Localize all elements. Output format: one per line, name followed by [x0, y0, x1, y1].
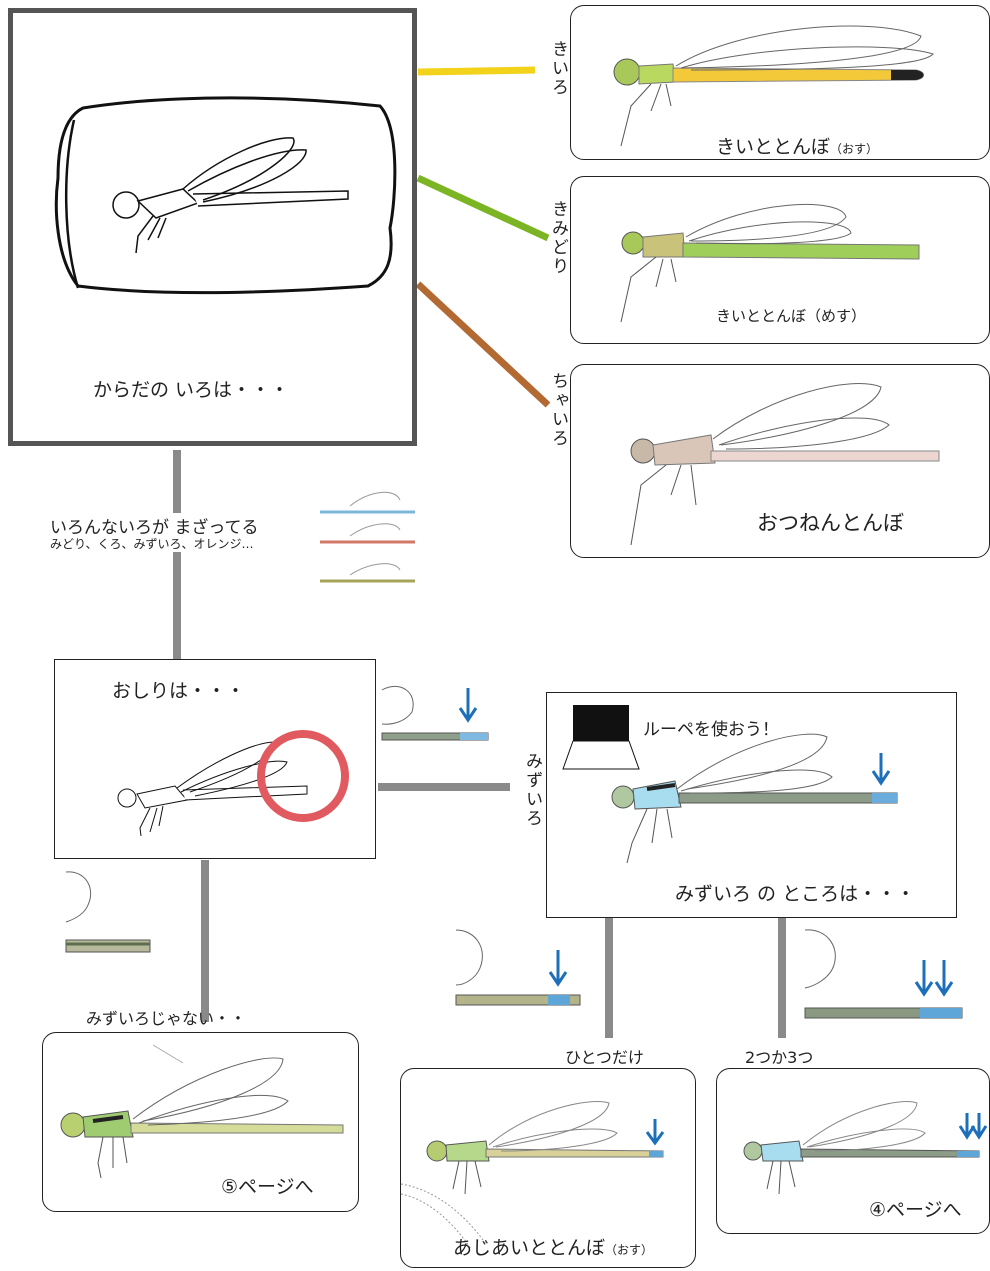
card-page4-text: ④ページへ [869, 1199, 962, 1221]
card-kiito-female-name: きいととんぼ（めす） [716, 307, 867, 325]
card-ajiaito-male-name-sub: （おす） [605, 1243, 654, 1257]
card-kiito-male: きいととんぼ（おす） [570, 5, 990, 160]
mixed-colors-line2: みどり、くろ、みずいろ、オレンジ… [48, 535, 256, 552]
card-kiito-male-name-sub: （おす） [830, 142, 879, 156]
loupe-question-box: ルーペを使おう！ みずいろ の ところは・・・ [546, 692, 957, 918]
tail-question-text: おしりは・・・ [112, 680, 246, 702]
tail-question-box: おしりは・・・ [54, 659, 376, 859]
dragonfly-brown-illustration [630, 383, 940, 546]
brown-branch-line [415, 281, 551, 408]
yellow-branch-label: きいろ [548, 40, 568, 97]
main-question-text: からだの いろは・・・ [93, 379, 290, 401]
dragonfly-lightgreen-illustration [620, 204, 920, 323]
dragonfly-outline-illustration [54, 96, 397, 295]
card-page5-text: ⑤ページへ [221, 1176, 314, 1198]
brown-branch-label: ちゃいろ [548, 372, 568, 448]
dragonfly-blue-small-illustration [743, 1101, 988, 1195]
card-ajiaito-male: あじあいととんぼ（おす） [400, 1068, 696, 1268]
card-page4: ④ページへ [716, 1068, 990, 1234]
card-otsunen: おつねんとんぼ [570, 364, 990, 558]
loupe-tip-text: ルーペを使おう！ [643, 720, 779, 740]
dragonfly-yellow-illustration [613, 25, 934, 147]
tail-highlight-circle [257, 730, 349, 822]
dragonfly-blue-illustration [611, 733, 898, 864]
card-kiito-male-name: きいととんぼ（おす） [716, 132, 878, 159]
card-ajiaito-male-name: あじあいととんぼ（おす） [453, 1233, 653, 1260]
dragonfly-green-illustration [60, 1044, 344, 1179]
card-kiito-male-name-main: きいととんぼ [716, 136, 831, 158]
loupe-icon [562, 705, 640, 770]
lightgreen-branch-line [416, 174, 550, 242]
dragonfly-tail-illustration [117, 730, 349, 837]
card-kiito-female: きいととんぼ（めす） [570, 176, 990, 344]
dragonfly-ajiaito-illustration [400, 1101, 665, 1250]
card-otsunen-name: おつねんとんぼ [757, 511, 904, 535]
main-question-box: からだの いろは・・・ [8, 8, 417, 446]
loupe-question-text: みずいろ の ところは・・・ [675, 883, 916, 905]
one-spot-label: ひとつだけ [565, 1048, 644, 1067]
multi-spot-label: 2つか3つ [745, 1048, 814, 1067]
yes-blue-branch-label: みずいろ [522, 752, 542, 828]
card-page5: ⑤ページへ [42, 1032, 359, 1212]
yellow-branch-line [417, 66, 536, 76]
no-blue-label: みずいろじゃない・・ [86, 1009, 247, 1028]
mixed-colors-line1: いろんないろが まざってる [48, 513, 261, 538]
card-ajiaito-male-name-main: あじあいととんぼ [453, 1237, 606, 1259]
lightgreen-branch-label: きみどり [548, 200, 568, 276]
